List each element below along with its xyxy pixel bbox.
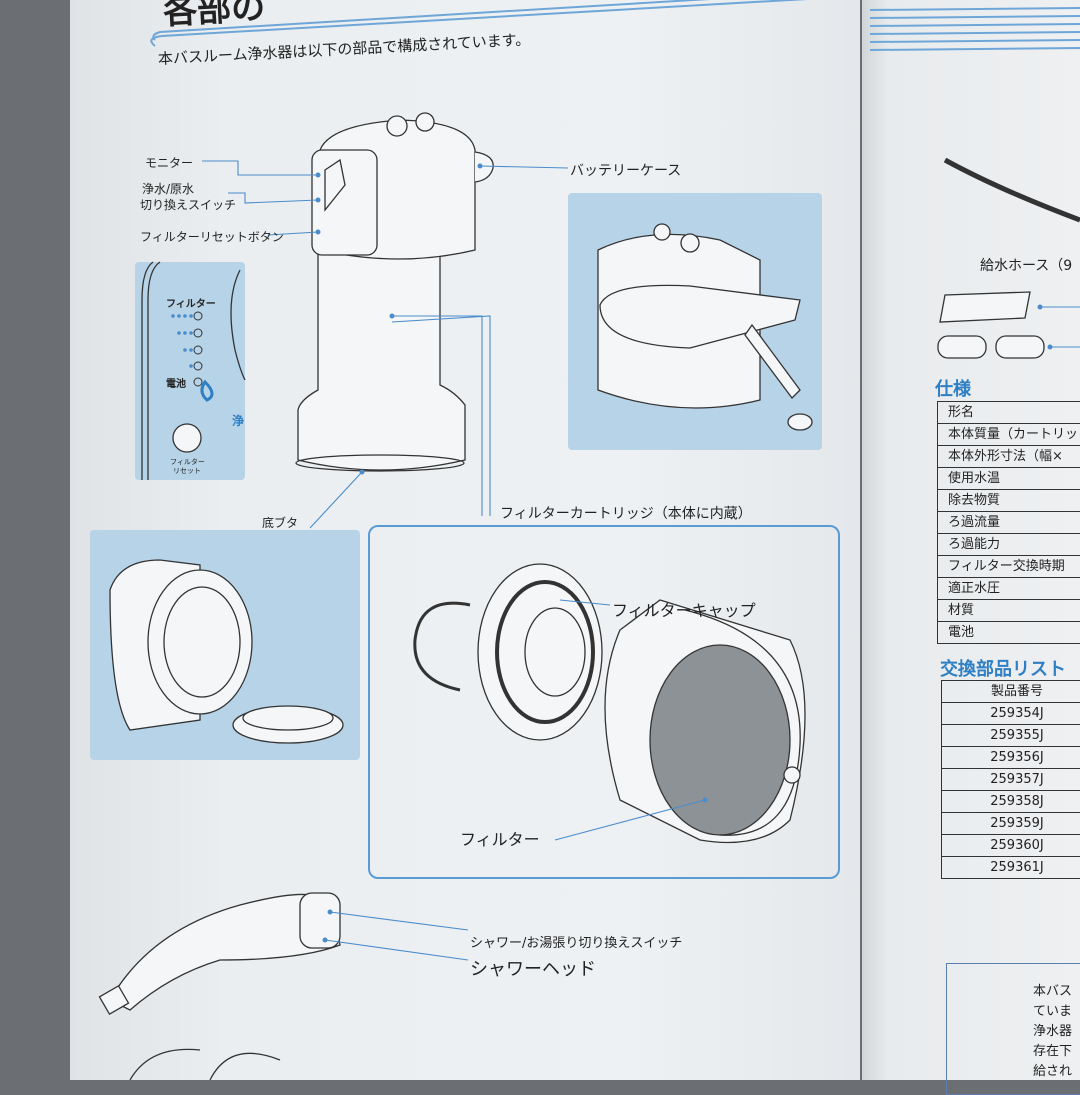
parts-row: 259356J <box>942 747 1080 769</box>
label-filter-cap: フィルターキャップ <box>612 601 756 620</box>
label-switch-line1: 浄水/原水 <box>142 182 195 196</box>
parts-row: 259357J <box>942 769 1080 791</box>
spec-row: 使用水温 <box>938 468 1080 490</box>
spec-table: 形名本体質量（カートリッ本体外形寸法（幅×使用水温除去物質ろ過流量ろ過能力フィル… <box>937 401 1080 644</box>
spec-row: 電池 <box>938 622 1080 644</box>
label-shower-head: シャワーヘッド <box>470 959 596 980</box>
label-shower-switch: シャワー/お湯張り切り換えスイッチ <box>470 936 683 951</box>
parts-row: 259359J <box>942 813 1080 835</box>
spec-row: 材質 <box>938 600 1080 622</box>
note-line: 本バス <box>1033 984 1073 999</box>
monitor-reset-line2: リセット <box>173 467 201 475</box>
spec-row: ろ過能力 <box>938 534 1080 556</box>
spec-row: 本体質量（カートリッ <box>938 424 1080 446</box>
monitor-battery-label: 電池 <box>166 379 186 390</box>
spec-row: ろ過流量 <box>938 512 1080 534</box>
parts-row: 259360J <box>942 835 1080 857</box>
label-filter: フィルター <box>460 830 540 849</box>
note-box: 本バスていま浄水器存在下給され <box>946 963 1080 1095</box>
spec-row: 本体外形寸法（幅× <box>938 446 1080 468</box>
parts-row: 259354J <box>942 703 1080 725</box>
spec-row: 除去物質 <box>938 490 1080 512</box>
parts-heading: 交換部品リスト <box>940 659 1066 680</box>
monitor-badge: 浄 <box>232 414 245 428</box>
cartridge-box <box>368 525 840 879</box>
spec-row: 適正水圧 <box>938 578 1080 600</box>
parts-row: 259355J <box>942 725 1080 747</box>
hose-label: 給水ホース（9 <box>980 258 1073 274</box>
spec-row: 形名 <box>938 402 1080 424</box>
monitor-reset-line1: フィルター <box>170 458 205 466</box>
note-line: 浄水器 <box>1033 1024 1073 1039</box>
spec-heading: 仕様 <box>935 379 971 400</box>
parts-row: 259358J <box>942 791 1080 813</box>
label-bottom-cap: 底ブタ <box>262 516 299 530</box>
label-cartridge: フィルターカートリッジ（本体に内蔵） <box>500 506 752 522</box>
parts-row: 259361J <box>942 857 1080 879</box>
note-line: ていま <box>1033 1004 1073 1019</box>
monitor-filter-label: フィルター <box>166 299 216 310</box>
right-page <box>862 0 1080 1080</box>
label-reset-button: フィルターリセットボタン <box>140 230 284 244</box>
label-switch-line2: 切り換えスイッチ <box>140 198 237 212</box>
note-line: 給され <box>1033 1064 1073 1079</box>
label-monitor: モニター <box>145 156 194 170</box>
spec-row: フィルター交換時期 <box>938 556 1080 578</box>
parts-header: 製品番号 <box>942 681 1080 703</box>
label-battery-case: バッテリーケース <box>570 163 682 179</box>
note-line: 存在下 <box>1033 1044 1073 1059</box>
